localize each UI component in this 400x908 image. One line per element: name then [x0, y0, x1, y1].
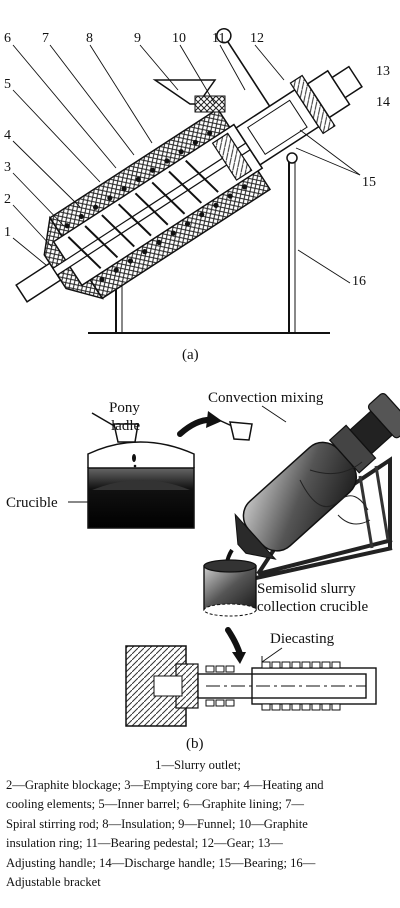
part-number-1: 1 [4, 225, 11, 240]
part-number-11: 11 [212, 31, 225, 46]
section-drawing-a: 1 2 3 4 5 6 7 8 9 10 11 12 13 14 15 16 (… [4, 27, 390, 363]
legend-line-7: Adjustable bracket [6, 875, 101, 889]
part-number-9: 9 [134, 31, 141, 46]
label-convection-mixing: Convection mixing [208, 390, 324, 406]
pony-ladle-graphic [91, 412, 139, 468]
label-pony: Pony [109, 400, 140, 416]
legend-line-5: insulation ring; 11—Bearing pedestal; 12… [6, 836, 283, 850]
part-number-14: 14 [376, 95, 390, 110]
label-ladle: ladle [111, 418, 140, 434]
part-number-3: 3 [4, 160, 11, 175]
caption-b: (b) [186, 736, 204, 752]
legend-line-3: cooling elements; 5—Inner barrel; 6—Grap… [6, 797, 304, 811]
part-number-6: 6 [4, 31, 11, 46]
legend-line-1: 1—Slurry outlet; [155, 758, 241, 772]
part-number-7: 7 [42, 31, 49, 46]
convection-ladle-graphic [209, 415, 253, 441]
parts-legend: 1—Slurry outlet; 2—Graphite blockage; 3—… [6, 756, 390, 893]
label-collection-crucible: collection crucible [257, 599, 369, 615]
part-number-5: 5 [4, 77, 11, 92]
diecasting-graphic [125, 645, 377, 727]
figure-canvas: 1 2 3 4 5 6 7 8 9 10 11 12 13 14 15 16 (… [4, 27, 400, 752]
label-semisolid-slurry: Semisolid slurry [257, 581, 356, 597]
legend-line-6: Adjusting handle; 14—Discharge handle; 1… [6, 855, 316, 870]
part-number-16: 16 [352, 274, 366, 289]
part-number-12: 12 [250, 31, 264, 46]
legend-line-4: Spiral stirring rod; 8—Insulation; 9—Fun… [6, 816, 308, 831]
part-number-10: 10 [172, 31, 186, 46]
part-number-4: 4 [4, 128, 11, 143]
caption-a: (a) [182, 347, 199, 363]
collection-crucible-graphic [203, 559, 257, 617]
crucible-graphic [87, 441, 195, 529]
legend-line-2: 2—Graphite blockage; 3—Emptying core bar… [6, 777, 324, 792]
part-number-13: 13 [376, 64, 390, 79]
convection-mixing-machine [224, 392, 400, 580]
label-diecasting: Diecasting [270, 631, 335, 647]
part-number-15: 15 [362, 175, 376, 190]
part-number-2: 2 [4, 192, 11, 207]
part-number-8: 8 [86, 31, 93, 46]
label-crucible: Crucible [6, 495, 58, 511]
process-illustration-b: Pony ladle Convection mixing Crucible Se… [6, 390, 400, 752]
